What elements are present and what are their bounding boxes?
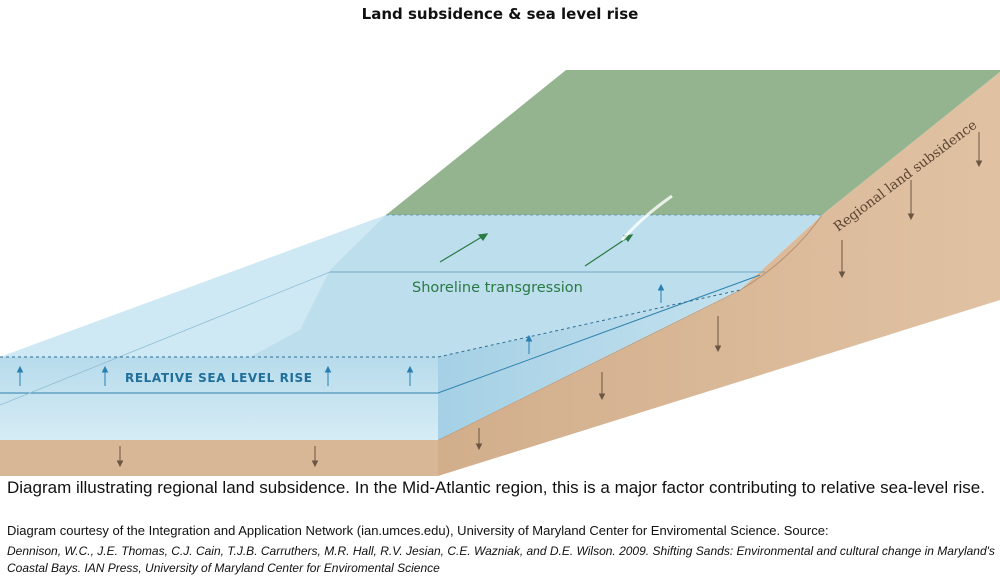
water-side — [438, 290, 740, 440]
shoreline-arrows — [439, 233, 634, 267]
soil-slope-edge — [437, 214, 823, 441]
left-diagonal-line — [0, 271, 331, 406]
diagram-source: Dennison, W.C., J.E. Thomas, C.J. Cain, … — [7, 544, 995, 575]
subsidence-arrows — [116, 132, 983, 468]
highlight-streak — [620, 194, 673, 242]
diagram-caption: Diagram illustrating regional land subsi… — [7, 478, 985, 497]
soil-slope — [438, 72, 1000, 476]
diagram-credit: Diagram courtesy of the Integration and … — [7, 523, 829, 538]
sea-rise-arrows — [16, 283, 665, 386]
shoreline-arrow-1 — [439, 234, 486, 263]
sea-level-label: RELATIVE SEA LEVEL RISE — [125, 371, 313, 385]
shoreline-arrow-2 — [584, 235, 631, 267]
soil-front — [0, 440, 438, 476]
new-sea-level-line — [0, 289, 741, 358]
old-sea-level-line — [0, 274, 761, 394]
diagram-title: Land subsidence & sea level rise — [361, 5, 639, 23]
shoreline-arrow-1-head — [477, 233, 489, 242]
shoreline-label: Shoreline transgression — [412, 280, 583, 296]
land-surface — [386, 70, 1000, 215]
water-front — [0, 357, 438, 440]
water-surface-shallow — [0, 215, 386, 357]
